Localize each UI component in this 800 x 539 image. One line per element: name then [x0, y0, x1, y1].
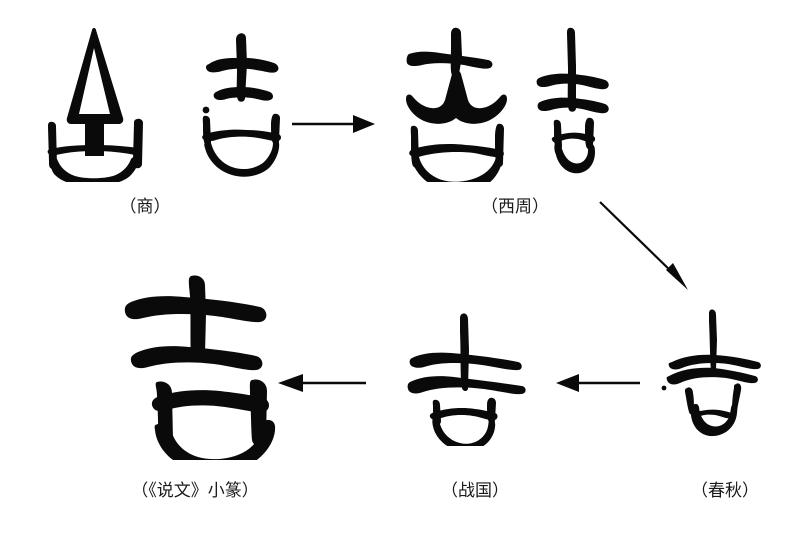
oracle-bone-glyph-ji-shang-b-icon	[202, 33, 281, 177]
bronze-glyph-ji-zhanguo-icon	[407, 313, 526, 446]
arrow-down-right-icon	[599, 201, 688, 290]
period-label-chunqiu: （春秋）	[691, 481, 759, 500]
bronze-glyph-ji-xizhou-b-icon	[536, 27, 609, 174]
arrow-right-icon	[292, 115, 375, 133]
period-label-shang: （商）	[119, 197, 171, 216]
arrow-left-icon	[278, 374, 366, 392]
subject-character-value: 吉	[0, 0, 1, 1]
bronze-glyph-ji-chunqiu-icon	[661, 309, 761, 437]
period-label-xizhou: （西周）	[481, 197, 549, 216]
period-label-xiaozhuan: （《说文》小篆）	[131, 481, 259, 500]
seal-script-glyph-ji-xiaozhuan-icon	[124, 275, 276, 460]
glyph-zhanguo	[396, 310, 536, 446]
glyph-xizhou-b	[526, 26, 616, 182]
glyph-shang-a	[44, 26, 146, 182]
arrow-left-icon	[556, 374, 640, 392]
oracle-bone-glyph-ji-shang-a-icon	[47, 28, 143, 182]
glyph-chunqiu	[656, 306, 786, 446]
bronze-glyph-ji-xizhou-a-icon	[406, 27, 507, 182]
period-label-zhanguo: （战国）	[441, 481, 509, 500]
glyph-xiaozhuan	[112, 274, 278, 460]
glyph-shang-b	[192, 30, 292, 182]
glyph-xizhou-a	[400, 26, 516, 182]
